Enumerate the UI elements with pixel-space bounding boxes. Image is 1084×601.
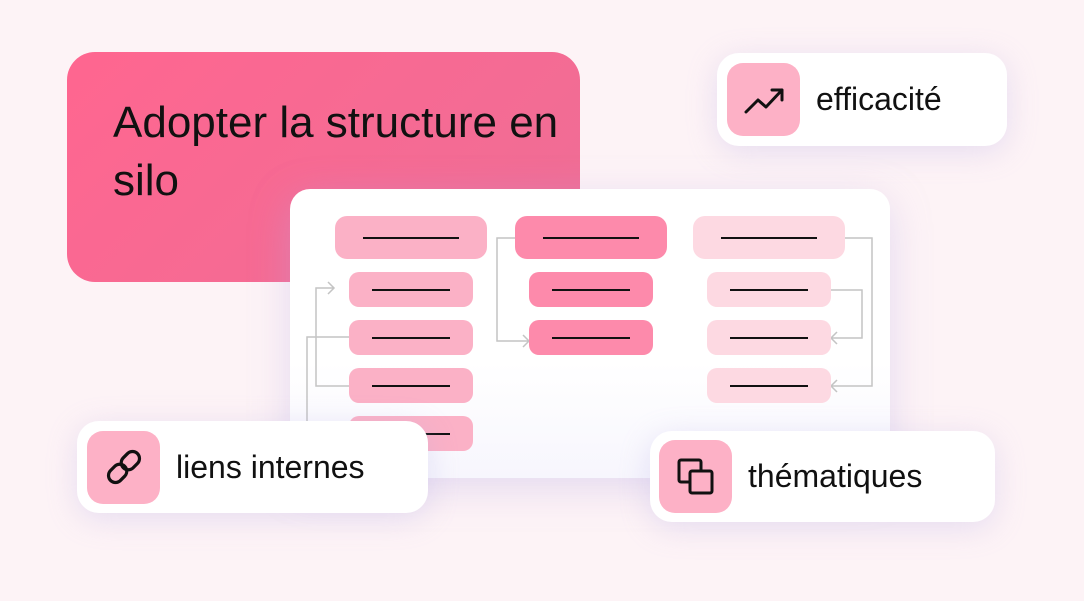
overlapping-squares-icon (659, 440, 732, 513)
silo-3-item (707, 272, 831, 307)
link-icon (87, 430, 160, 504)
silo-3-header (693, 216, 845, 259)
silo-3-item (707, 368, 831, 403)
badge-label: liens internes (176, 448, 365, 485)
badge-liens-internes: liens internes (77, 421, 428, 513)
link-arrow-5 (829, 289, 863, 345)
badge-label: thématiques (748, 458, 923, 494)
silo-1-header (335, 216, 487, 259)
hero-title: Adopter la structure en silo (113, 98, 559, 205)
silo-1-item (349, 368, 473, 403)
silo-2-item (529, 272, 653, 307)
link-arrow-2 (315, 281, 349, 387)
silo-1-item (349, 272, 473, 307)
silo-3-item (707, 320, 831, 355)
silo-2-item (529, 320, 653, 355)
silo-1-item (349, 320, 473, 355)
silo-2-header (515, 216, 667, 259)
badge-label: efficacité (816, 81, 942, 117)
badge-thematiques: thématiques (650, 431, 995, 522)
badge-efficacite: efficacité (717, 53, 1007, 146)
trending-up-icon (727, 63, 800, 136)
link-arrow-4 (829, 237, 873, 393)
